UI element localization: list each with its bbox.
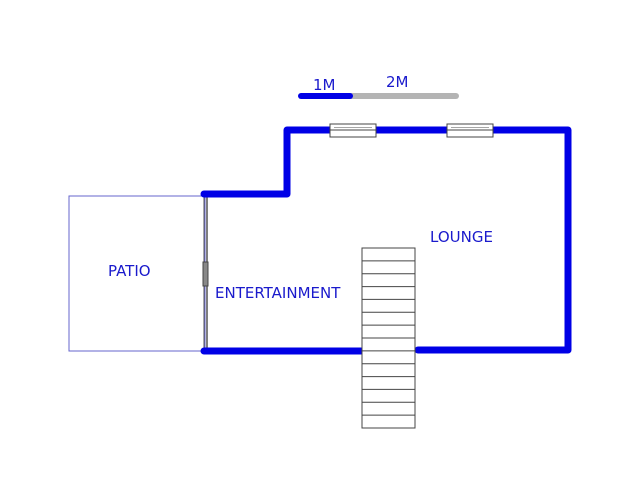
wall-top [200, 126, 572, 354]
scale-label-2m: 2M [386, 73, 409, 91]
walls [200, 126, 572, 355]
room-label-lounge: LOUNGE [430, 228, 493, 246]
window-right [446, 123, 494, 138]
room-label-entertainment: ENTERTAINMENT [215, 284, 341, 302]
sliding-door [202, 197, 209, 350]
scale-label-1m: 1M [313, 76, 336, 94]
room-label-patio: PATIO [108, 262, 151, 280]
staircase [361, 247, 416, 429]
window-left [329, 123, 377, 138]
